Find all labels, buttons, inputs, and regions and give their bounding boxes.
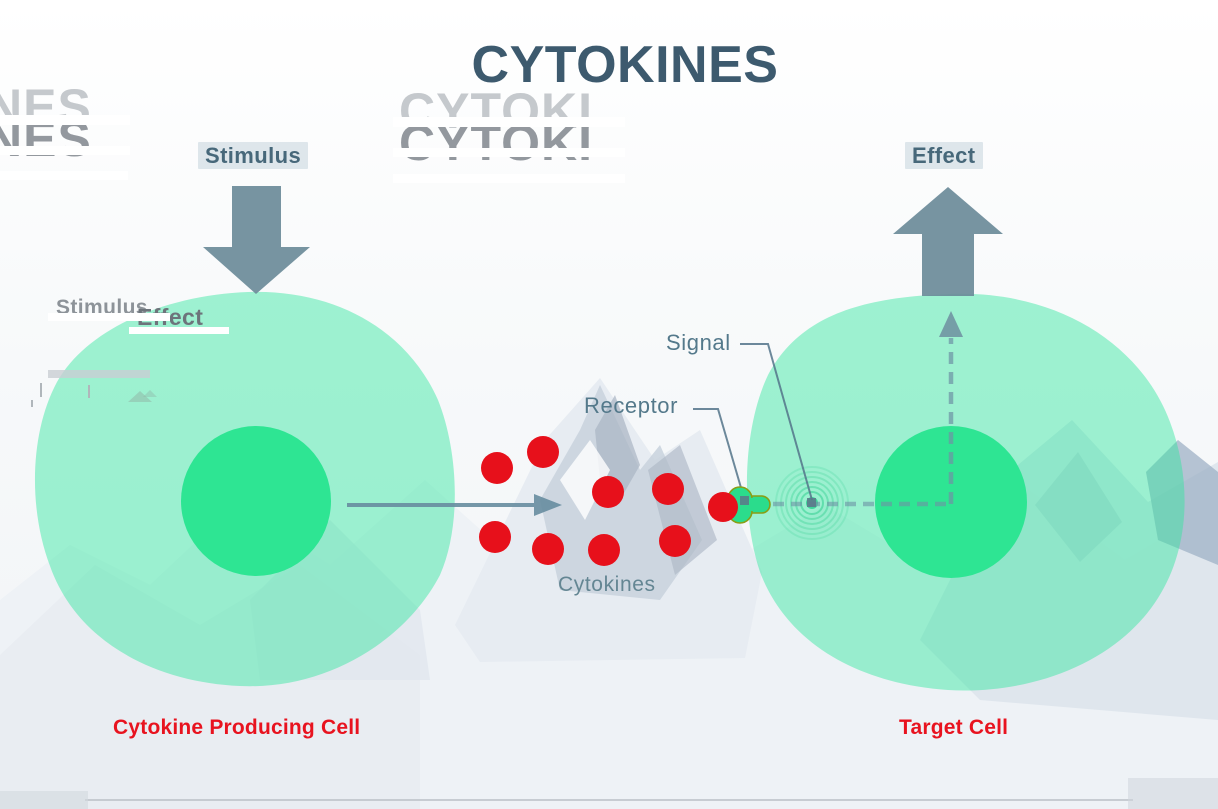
ghost-text-center: CYTOKI — [399, 83, 593, 139]
ghost-text-stimulus: Stimulus — [56, 296, 148, 319]
target-cell-label: Target Cell — [899, 716, 1009, 739]
artifact-stripe — [48, 313, 170, 321]
receptor-leader-line — [693, 408, 745, 499]
artifact-stripe — [0, 115, 130, 125]
producing-cell-nucleus — [181, 426, 331, 576]
page-title: CYTOKINES — [471, 36, 779, 94]
signal-label: Signal — [666, 330, 731, 355]
receptor-label: Receptor — [584, 393, 679, 418]
cytokines-label: Cytokines — [558, 573, 656, 596]
producing-cell-label: Cytokine Producing Cell — [113, 716, 361, 739]
effect-label: Effect — [905, 142, 983, 169]
artifact-stripe — [0, 171, 128, 180]
artifact-stripe — [393, 117, 625, 127]
signal-point-marker — [807, 498, 816, 507]
cytokine-dots — [479, 436, 738, 566]
cytokine-dot-bound — [708, 492, 738, 522]
stimulus-label: Stimulus — [198, 142, 309, 169]
artifact-stripe — [0, 146, 130, 155]
stimulus-arrow — [203, 186, 310, 294]
artifact-stripe — [393, 148, 625, 157]
secretion-arrow — [347, 494, 562, 516]
signal-path-dashed — [773, 311, 963, 507]
artifact-stripe — [393, 174, 625, 183]
signal-leader-line — [740, 343, 813, 501]
receptor-point-marker — [740, 496, 749, 505]
effect-arrow — [893, 187, 1003, 296]
artifact-marks — [31, 370, 157, 407]
artifact-stripe — [129, 327, 229, 334]
